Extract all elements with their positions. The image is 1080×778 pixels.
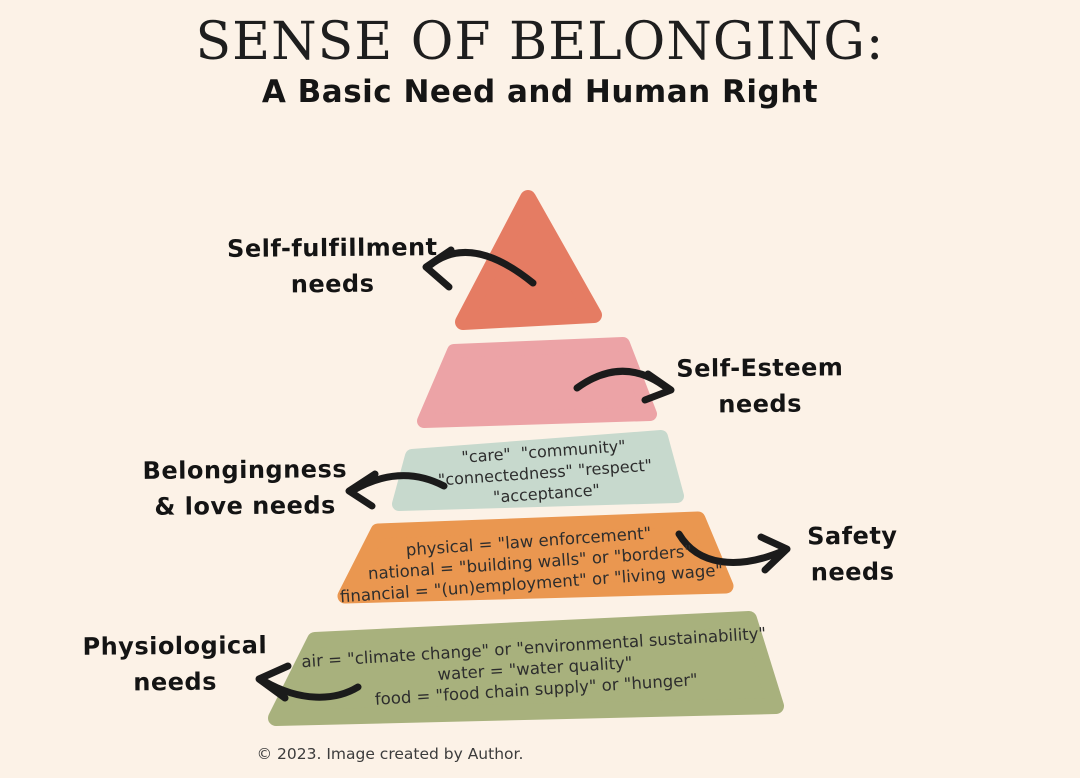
pyramid-level-safety-shape — [337, 511, 734, 604]
page-subtitle: A Basic Need and Human Right — [261, 74, 819, 110]
label-safety-needs: Safety needs — [770, 517, 936, 590]
label-line: Self-Esteem — [676, 353, 844, 383]
arrow-physiological — [255, 662, 362, 702]
label-line: needs — [290, 269, 375, 299]
label-line: needs — [718, 389, 803, 419]
pyramid-level-self-esteem-shape — [417, 337, 657, 428]
label-line: & love needs — [154, 491, 336, 521]
pyramid-level-self-fulfillment-shape — [455, 190, 602, 330]
label-line: Belongingness — [142, 455, 348, 485]
header: SENSE OF BELONGING: A Basic Need and Hum… — [0, 0, 1080, 110]
arrow-belongingness — [345, 470, 448, 510]
label-line: needs — [133, 667, 218, 697]
label-line: Self-fulfillment — [226, 233, 438, 263]
arrow-self-esteem — [573, 367, 675, 404]
pyramid-level-belongingness-shape — [392, 430, 684, 511]
arrow-safety — [675, 530, 791, 574]
page-title: SENSE OF BELONGING: — [195, 12, 885, 72]
label-line: Safety — [807, 521, 898, 551]
label-belongingness-love-needs: Belongingness & love needs — [115, 451, 376, 525]
arrow-self-fulfillment — [422, 246, 537, 291]
copyright-note: © 2023. Image created by Author. — [256, 745, 524, 763]
label-physiological-needs: Physiological needs — [60, 627, 291, 701]
label-self-fulfillment-needs: Self-fulfillment needs — [200, 229, 466, 303]
label-self-esteem-needs: Self-Esteem needs — [655, 349, 866, 423]
label-line: Physiological — [82, 631, 268, 661]
label-line: needs — [810, 557, 895, 587]
